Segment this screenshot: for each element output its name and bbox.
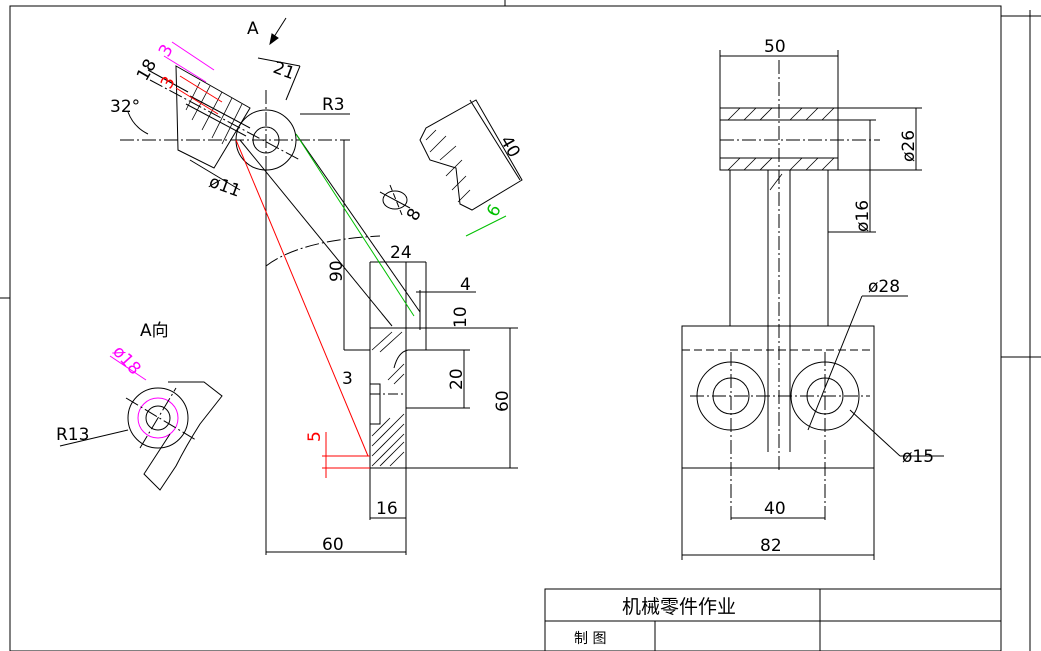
title-block-drawn: 制 图	[574, 631, 606, 647]
title-block	[544, 588, 1002, 651]
view-a-title: A向	[140, 321, 169, 341]
dim-24: 24	[390, 243, 412, 263]
dim-phi11: ø11	[206, 172, 243, 202]
dim-60-vertical: 60	[493, 390, 513, 412]
view-a	[59, 355, 223, 491]
dim-18: 18	[133, 56, 161, 85]
left-main-view	[120, 17, 523, 555]
dim-20: 20	[447, 368, 467, 390]
dim-r3: R3	[322, 95, 345, 115]
dim-40: 40	[496, 133, 524, 162]
right-side-view	[681, 50, 944, 560]
dim-phi15: ø15	[902, 447, 934, 467]
dim-phi18: ø18	[108, 342, 144, 379]
dim-phi26: ø26	[899, 130, 919, 162]
view-a-labels: A向 ø18 R13	[56, 321, 169, 445]
dim-60-horizontal: 60	[322, 535, 344, 555]
title-block-title: 机械零件作业	[622, 596, 736, 618]
dim-21: 21	[270, 58, 297, 84]
dim-40-right: 40	[764, 499, 786, 519]
dim-3-bottom: 3	[342, 369, 353, 389]
dim-90: 90	[327, 260, 347, 282]
dim-10: 10	[451, 306, 471, 328]
dim-4: 4	[460, 275, 471, 295]
dim-8: 8	[403, 205, 426, 224]
right-view-labels: 50 ø26 ø16 ø28 ø15 40 82	[760, 37, 934, 556]
dim-82: 82	[760, 536, 782, 556]
dim-32deg: 32°	[110, 97, 140, 117]
section-mark-a: A	[247, 19, 259, 39]
colored-dimension-lines	[163, 41, 507, 478]
dim-50: 50	[764, 37, 786, 57]
left-view-labels: A 21 18 3 3 32° R3 ø11 40 8 6 24 4 90 10…	[110, 19, 524, 555]
dim-phi16: ø16	[853, 200, 873, 232]
dim-5: 5	[305, 431, 325, 442]
dim-16: 16	[376, 499, 398, 519]
dim-phi28: ø28	[868, 277, 900, 297]
dim-r13: R13	[56, 425, 89, 445]
